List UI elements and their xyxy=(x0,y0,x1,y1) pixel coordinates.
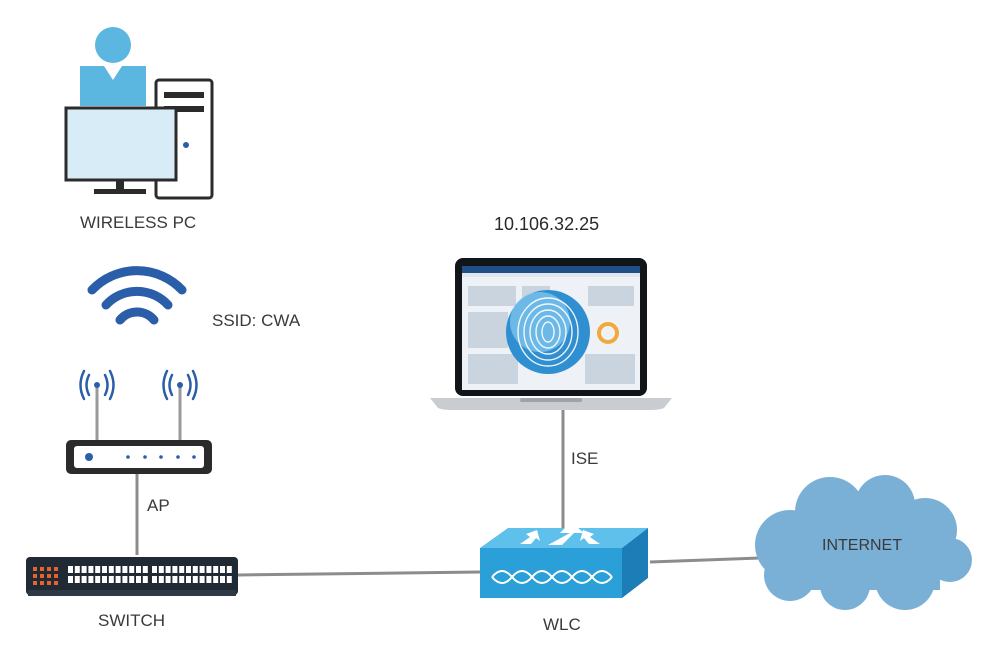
switch-port xyxy=(192,566,198,573)
internet-label: INTERNET xyxy=(822,537,902,554)
wireless-pc-label: WIRELESS PC xyxy=(80,213,196,232)
switch-port xyxy=(213,566,219,573)
switch-port xyxy=(206,566,212,573)
switch-port xyxy=(129,566,135,573)
switch-port xyxy=(74,566,80,573)
switch-port xyxy=(220,576,225,583)
switch-port xyxy=(136,576,141,583)
ise-label: ISE xyxy=(571,449,598,468)
switch-port xyxy=(226,566,232,573)
switch-port xyxy=(129,576,135,583)
laptop-ise-icon xyxy=(430,258,672,410)
ap-label: AP xyxy=(147,496,170,515)
switch-port xyxy=(199,566,205,573)
switch-port xyxy=(142,566,148,573)
wireless-controller-icon xyxy=(480,522,648,598)
switch-port xyxy=(165,576,171,583)
switch-port xyxy=(108,576,114,583)
desktop-user-icon xyxy=(64,27,214,200)
link-switch-wlc xyxy=(237,570,481,577)
switch-port xyxy=(179,566,185,573)
switch-port xyxy=(95,576,101,583)
wlc-label: WLC xyxy=(543,615,581,634)
switch-port xyxy=(115,576,121,583)
wifi-icon xyxy=(87,266,187,325)
ise-ip-label: 10.106.32.25 xyxy=(494,214,599,234)
switch-port xyxy=(122,566,128,573)
cloud-icon xyxy=(755,475,972,610)
access-point-icon xyxy=(66,369,212,474)
links xyxy=(135,408,761,577)
switch-port xyxy=(115,566,121,573)
switch-port xyxy=(213,576,219,583)
switch-port xyxy=(81,566,87,573)
switch-port xyxy=(158,566,164,573)
switch-port xyxy=(68,566,73,573)
switch-port xyxy=(68,576,73,583)
switch-port xyxy=(172,566,178,573)
switch-port xyxy=(108,566,114,573)
switch-port xyxy=(88,566,94,573)
switch-port xyxy=(88,576,94,583)
switch-port xyxy=(74,576,80,583)
switch-port xyxy=(186,566,191,573)
switch-port xyxy=(152,576,157,583)
link-wlc-internet xyxy=(649,556,761,564)
switch-icon xyxy=(26,557,238,596)
switch-port xyxy=(199,576,205,583)
switch-port xyxy=(95,566,101,573)
switch-port xyxy=(186,576,191,583)
switch-port xyxy=(81,576,87,583)
switch-port xyxy=(172,576,178,583)
switch-port xyxy=(158,576,164,583)
switch-port xyxy=(102,566,107,573)
ssid-label: SSID: CWA xyxy=(212,311,301,330)
switch-label: SWITCH xyxy=(98,611,165,630)
switch-port xyxy=(152,566,157,573)
switch-port xyxy=(220,566,225,573)
switch-port xyxy=(102,576,107,583)
switch-port xyxy=(165,566,171,573)
switch-port xyxy=(192,576,198,583)
switch-port xyxy=(179,576,185,583)
switch-port xyxy=(122,576,128,583)
switch-port xyxy=(136,566,141,573)
switch-port xyxy=(226,576,232,583)
switch-port xyxy=(142,576,148,583)
switch-port xyxy=(206,576,212,583)
